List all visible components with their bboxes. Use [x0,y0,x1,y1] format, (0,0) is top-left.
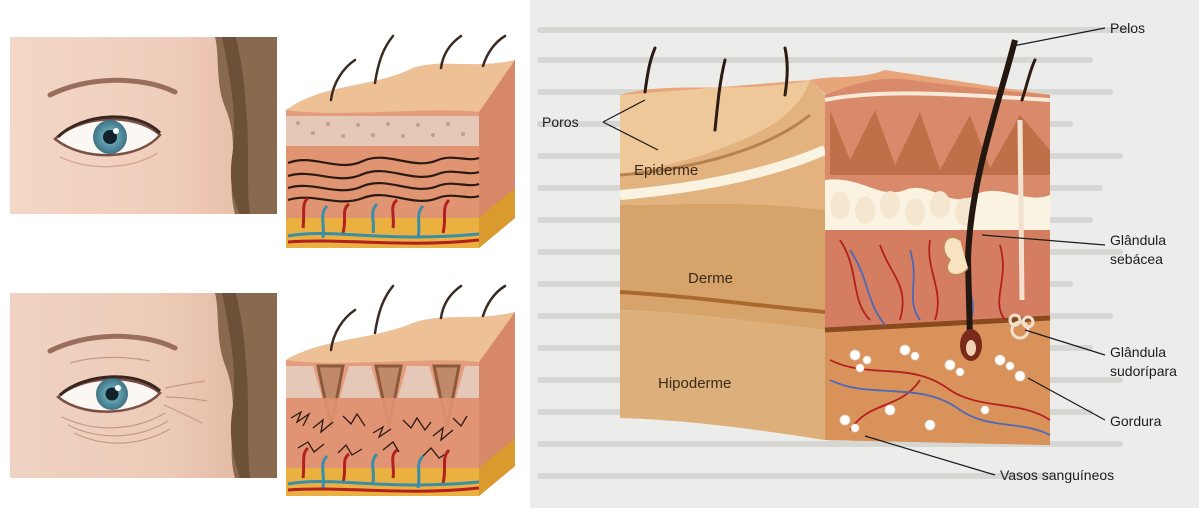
sweat-gland-label-line1: Glândula [1110,344,1166,361]
pores-label: Poros [542,114,579,131]
hairs-label: Pelos [1110,20,1145,37]
young-skin-block [283,28,523,260]
sebaceous-gland-label-line2: sebácea [1110,251,1163,268]
blood-vessels-label: Vasos sanguíneos [1000,467,1114,484]
sebaceous-gland-label-line1: Glândula [1110,232,1166,249]
sweat-gland-label-line2: sudorípara [1110,363,1177,380]
epidermis-label: Epiderme [634,162,698,179]
hypodermis-label: Hipoderme [658,375,731,392]
comparison-panel [0,0,530,508]
dermis-layer [620,204,825,330]
dermis-label: Derme [688,270,733,287]
skin-cross-section-diagram [530,0,1199,508]
skin-cross-section-panel: Epiderme Derme Hipoderme Poros Pelos Glâ… [530,0,1199,508]
aged-skin-block [283,278,523,503]
young-eye-photo [10,37,277,214]
fat-label: Gordura [1110,413,1161,430]
aged-eye-photo [10,293,277,478]
